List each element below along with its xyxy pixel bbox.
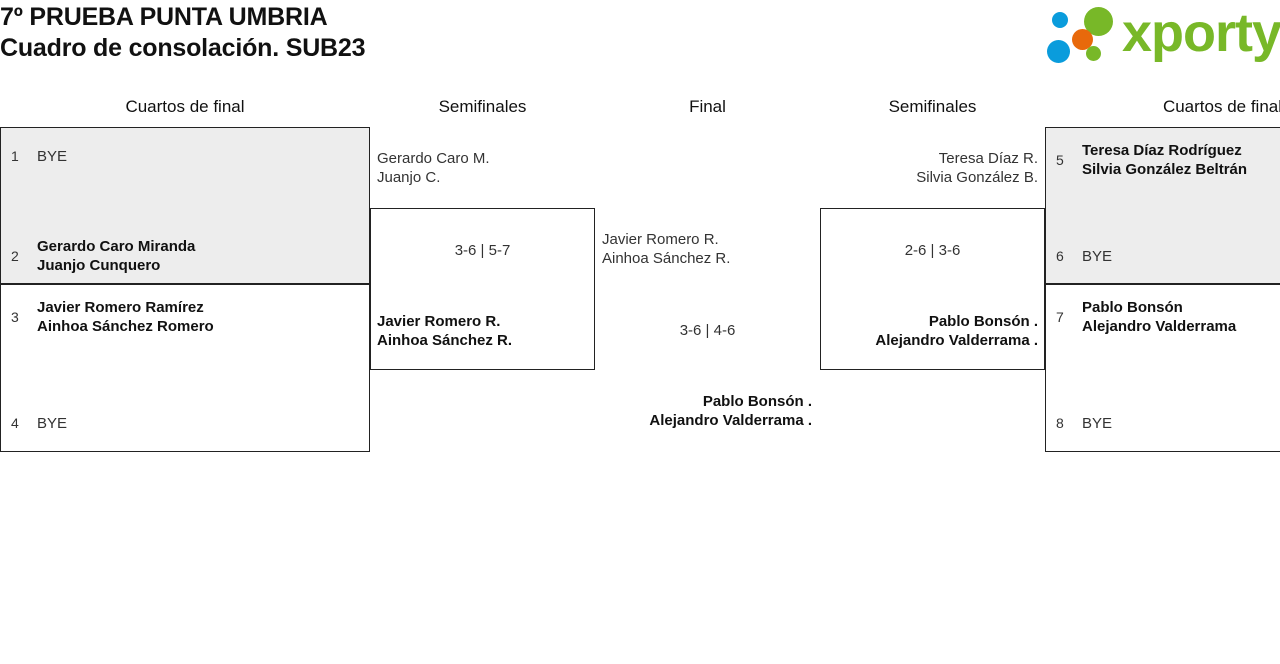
player-bye-label: BYE xyxy=(37,147,68,165)
final-upper-entrant: Javier Romero R. Ainhoa Sánchez R. xyxy=(602,230,815,268)
seed-number: 5 xyxy=(1056,152,1064,168)
seed-number: 6 xyxy=(1056,248,1064,264)
player-bye-label: BYE xyxy=(1082,414,1113,432)
player-name-1: Teresa Díaz R. xyxy=(938,150,1038,167)
logo-dots-icon xyxy=(1046,4,1124,66)
slot-seed-1[interactable]: 1 BYE xyxy=(11,146,361,166)
seed-number: 1 xyxy=(11,148,19,164)
logo-dot-orange-icon xyxy=(1072,29,1093,50)
player-name-2: Alejandro Valderrama xyxy=(1082,318,1237,335)
semifinal-right-winner: Pablo Bonsón . Alejandro Valderrama . xyxy=(827,312,1038,350)
logo-dot-blue-large-icon xyxy=(1047,40,1070,63)
final-score: 3-6 | 4-6 xyxy=(679,322,736,339)
player-name-1: Pablo Bonsón . xyxy=(928,313,1038,330)
round-header-final: Final xyxy=(689,97,726,116)
player-name-1: Gerardo Caro M. xyxy=(377,150,490,167)
semifinal-left-winner: Javier Romero R. Ainhoa Sánchez R. xyxy=(377,312,592,350)
player-names: Pablo Bonsón Alejandro Valderrama xyxy=(1072,298,1236,336)
player-name-2: Juanjo Cunquero xyxy=(37,257,161,274)
seed-number: 8 xyxy=(1056,415,1064,431)
match-box-qf-left-1[interactable]: 1 BYE 2 Gerardo Caro Miranda Juanjo Cunq… xyxy=(0,127,370,284)
player-name-2: Alejandro Valderrama . xyxy=(875,332,1038,349)
player-name-1: Pablo Bonsón xyxy=(1082,299,1183,316)
slot-seed-2[interactable]: 2 Gerardo Caro Miranda Juanjo Cunquero xyxy=(11,236,361,276)
semifinal-right-upper-entrant: Teresa Díaz R. Silvia González B. xyxy=(828,149,1038,187)
player-names: Gerardo Caro Miranda Juanjo Cunquero xyxy=(27,237,195,275)
match-box-qf-right-2[interactable]: 7 Pablo Bonsón Alejandro Valderrama 8 BY… xyxy=(1045,284,1280,452)
player-name-2: Ainhoa Sánchez R. xyxy=(377,332,513,349)
page-title: 7º PRUEBA PUNTA UMBRIA Cuadro de consola… xyxy=(0,2,366,64)
player-bye-label: BYE xyxy=(37,414,68,432)
match-box-qf-right-1[interactable]: 5 Teresa Díaz Rodríguez Silvia González … xyxy=(1045,127,1280,284)
seed-number: 7 xyxy=(1056,309,1064,325)
round-header-quarterfinals-right: Cuartos de final xyxy=(1162,97,1280,116)
player-name-1: Teresa Díaz Rodríguez xyxy=(1082,142,1242,159)
slot-seed-3[interactable]: 3 Javier Romero Ramírez Ainhoa Sánchez R… xyxy=(11,297,361,337)
slot-seed-6[interactable]: 6 BYE xyxy=(1056,246,1280,266)
player-names: Teresa Díaz Rodríguez Silvia González Be… xyxy=(1072,141,1247,179)
semifinal-left-score: 3-6 | 5-7 xyxy=(454,242,511,259)
title-line-draw: Cuadro de consolación. SUB23 xyxy=(0,34,366,62)
player-name-2: Juanjo C. xyxy=(377,169,441,186)
round-headers: Cuartos de final Semifinales Final Semif… xyxy=(0,96,1280,120)
seed-number: 4 xyxy=(11,415,19,431)
player-name-1: Gerardo Caro Miranda xyxy=(37,238,196,255)
player-name-1: Javier Romero R. xyxy=(377,313,501,330)
semifinal-left-upper-entrant: Gerardo Caro M. Juanjo C. xyxy=(377,149,592,187)
logo-dot-blue-small-icon xyxy=(1052,12,1068,28)
match-box-qf-left-2[interactable]: 3 Javier Romero Ramírez Ainhoa Sánchez R… xyxy=(0,284,370,452)
player-name-2: Alejandro Valderrama . xyxy=(649,412,812,429)
logo-wordmark: xporty xyxy=(1122,3,1280,63)
xporty-logo[interactable]: xporty xyxy=(1046,3,1280,66)
title-line-event: 7º PRUEBA PUNTA UMBRIA xyxy=(0,3,328,31)
player-name-1: Javier Romero R. xyxy=(602,231,719,248)
page-header: 7º PRUEBA PUNTA UMBRIA Cuadro de consola… xyxy=(0,0,1280,80)
player-names: Javier Romero Ramírez Ainhoa Sánchez Rom… xyxy=(27,298,214,336)
player-name-2: Ainhoa Sánchez Romero xyxy=(37,318,214,335)
round-header-quarterfinals-left: Cuartos de final xyxy=(125,97,245,116)
semifinal-right-score: 2-6 | 3-6 xyxy=(904,242,961,259)
player-name-2: Ainhoa Sánchez R. xyxy=(602,250,731,267)
match-box-semifinal-right[interactable]: 2-6 | 3-6 Pablo Bonsón . Alejandro Valde… xyxy=(820,208,1045,370)
slot-seed-5[interactable]: 5 Teresa Díaz Rodríguez Silvia González … xyxy=(1056,140,1280,180)
seed-number: 3 xyxy=(11,309,19,325)
player-bye-label: BYE xyxy=(1082,247,1113,265)
player-name-1: Pablo Bonsón . xyxy=(702,393,812,410)
final-winner: Pablo Bonsón . Alejandro Valderrama . xyxy=(600,392,812,430)
round-header-semifinals-left: Semifinales xyxy=(438,97,527,116)
slot-seed-7[interactable]: 7 Pablo Bonsón Alejandro Valderrama xyxy=(1056,297,1280,337)
logo-dot-green-small-icon xyxy=(1086,46,1101,61)
player-name-1: Javier Romero Ramírez xyxy=(37,299,204,316)
seed-number: 2 xyxy=(11,248,19,264)
match-box-semifinal-left[interactable]: 3-6 | 5-7 Javier Romero R. Ainhoa Sánche… xyxy=(370,208,595,370)
slot-seed-8[interactable]: 8 BYE xyxy=(1056,413,1280,433)
player-name-2: Silvia González Beltrán xyxy=(1082,161,1248,178)
round-header-semifinals-right: Semifinales xyxy=(888,97,977,116)
player-name-2: Silvia González B. xyxy=(916,169,1038,186)
slot-seed-4[interactable]: 4 BYE xyxy=(11,413,361,433)
